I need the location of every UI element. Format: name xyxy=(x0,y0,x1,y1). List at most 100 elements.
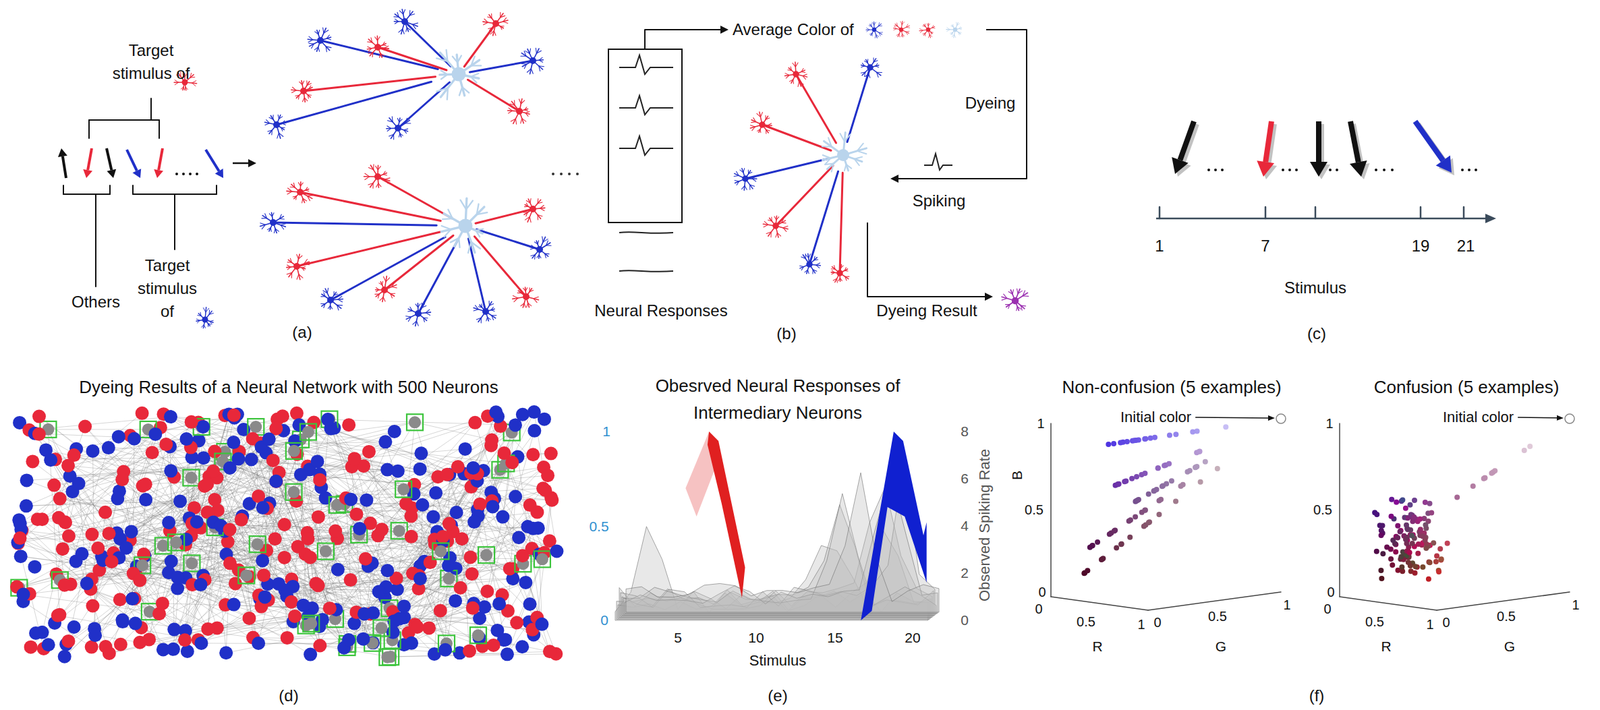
dendrite xyxy=(489,300,490,306)
ellipsis-dot xyxy=(1382,168,1386,172)
dendrite xyxy=(862,63,865,67)
network-edge xyxy=(162,499,215,604)
dendrite xyxy=(822,145,832,148)
network-edge xyxy=(177,424,299,578)
dendrite xyxy=(768,123,772,126)
stimulus-arrow-shaft xyxy=(62,156,67,179)
network-edge xyxy=(283,431,394,622)
network-edge xyxy=(39,416,136,574)
dendrite xyxy=(480,317,482,324)
network-edge xyxy=(93,451,228,543)
timeline-shaft xyxy=(1156,217,1486,220)
dendrite xyxy=(476,317,481,320)
dendrite xyxy=(337,296,342,301)
dendrite xyxy=(306,80,307,86)
dendrite xyxy=(517,292,522,294)
dendrite xyxy=(436,87,448,92)
network-edge xyxy=(305,554,418,628)
intermediary-neuron xyxy=(319,545,332,558)
soma xyxy=(1011,297,1020,305)
stimulus-arrow-shaft xyxy=(87,148,92,170)
dendrite xyxy=(743,168,745,173)
ellipsis-dot xyxy=(567,172,571,176)
network-edge xyxy=(139,608,330,643)
dendrite xyxy=(385,179,388,184)
dendrite xyxy=(404,130,407,134)
dendrite xyxy=(783,227,787,233)
network-edge xyxy=(35,433,141,581)
axon xyxy=(300,192,441,222)
network-edge xyxy=(372,466,459,643)
axon xyxy=(839,172,843,274)
dendrite xyxy=(378,183,382,187)
network-edge xyxy=(507,540,550,655)
network-edge xyxy=(42,519,199,641)
dendrite xyxy=(536,215,539,220)
dendrite xyxy=(734,180,740,182)
dendrite xyxy=(298,182,301,187)
network-edge xyxy=(278,584,391,657)
highlight-square xyxy=(183,555,200,572)
dendrite xyxy=(371,52,374,58)
dendrite xyxy=(487,16,492,19)
dendrite xyxy=(781,222,787,224)
dendrite xyxy=(184,87,186,90)
dendrite xyxy=(797,81,800,88)
stimulus-arrow-head xyxy=(107,169,117,179)
dendrite xyxy=(279,214,282,219)
stimulus-arrow-shaft xyxy=(1179,121,1194,160)
dendrite xyxy=(423,317,425,322)
tick xyxy=(1264,207,1267,219)
dendrite xyxy=(525,51,531,54)
neuron-dot xyxy=(19,499,34,513)
ellipsis-dot xyxy=(1461,168,1464,172)
dendrite xyxy=(864,61,868,63)
network-edge xyxy=(196,431,284,523)
dendrite xyxy=(845,276,847,281)
dendrite xyxy=(368,48,371,52)
dendrite xyxy=(425,309,430,313)
neuron-dot xyxy=(414,446,428,461)
dendrite xyxy=(733,175,739,177)
dendrite xyxy=(529,288,531,293)
dendrite xyxy=(864,72,866,77)
neuron-dot xyxy=(244,452,259,467)
dendrite xyxy=(462,87,469,94)
neuron-dot xyxy=(25,454,40,469)
dendrite xyxy=(536,254,539,258)
dendrite xyxy=(508,110,513,114)
dendrite xyxy=(209,321,212,325)
dendrite xyxy=(298,274,303,278)
soma xyxy=(273,121,280,129)
dendrite xyxy=(822,155,832,158)
dendrite xyxy=(470,76,477,83)
network-edge xyxy=(440,412,535,612)
dendrite xyxy=(306,83,311,86)
dendrite xyxy=(441,70,448,75)
network-edge xyxy=(303,503,407,606)
dendrite xyxy=(752,178,757,182)
dendrite xyxy=(410,306,413,311)
network-edge xyxy=(120,451,226,600)
ellipsis-dot xyxy=(175,172,179,176)
dendrite xyxy=(833,265,836,270)
flow-arrow-head xyxy=(248,159,257,168)
dendrite xyxy=(533,298,537,303)
dendrite xyxy=(750,184,755,187)
dendrite xyxy=(749,184,751,190)
network-edge xyxy=(242,516,292,602)
dendrite xyxy=(529,48,531,54)
dendrite xyxy=(300,182,304,187)
dendrite xyxy=(395,18,399,22)
network-edge xyxy=(368,414,523,567)
dendrite xyxy=(389,134,394,137)
dendrite xyxy=(876,72,883,73)
dendrite xyxy=(838,277,841,281)
connector-arrow-shaft xyxy=(898,178,906,180)
dendrite xyxy=(302,267,305,271)
dendrite xyxy=(545,253,547,258)
dendrite xyxy=(364,176,370,181)
network-edge xyxy=(95,508,268,636)
dendrite xyxy=(801,71,806,73)
dendrite xyxy=(839,133,845,142)
